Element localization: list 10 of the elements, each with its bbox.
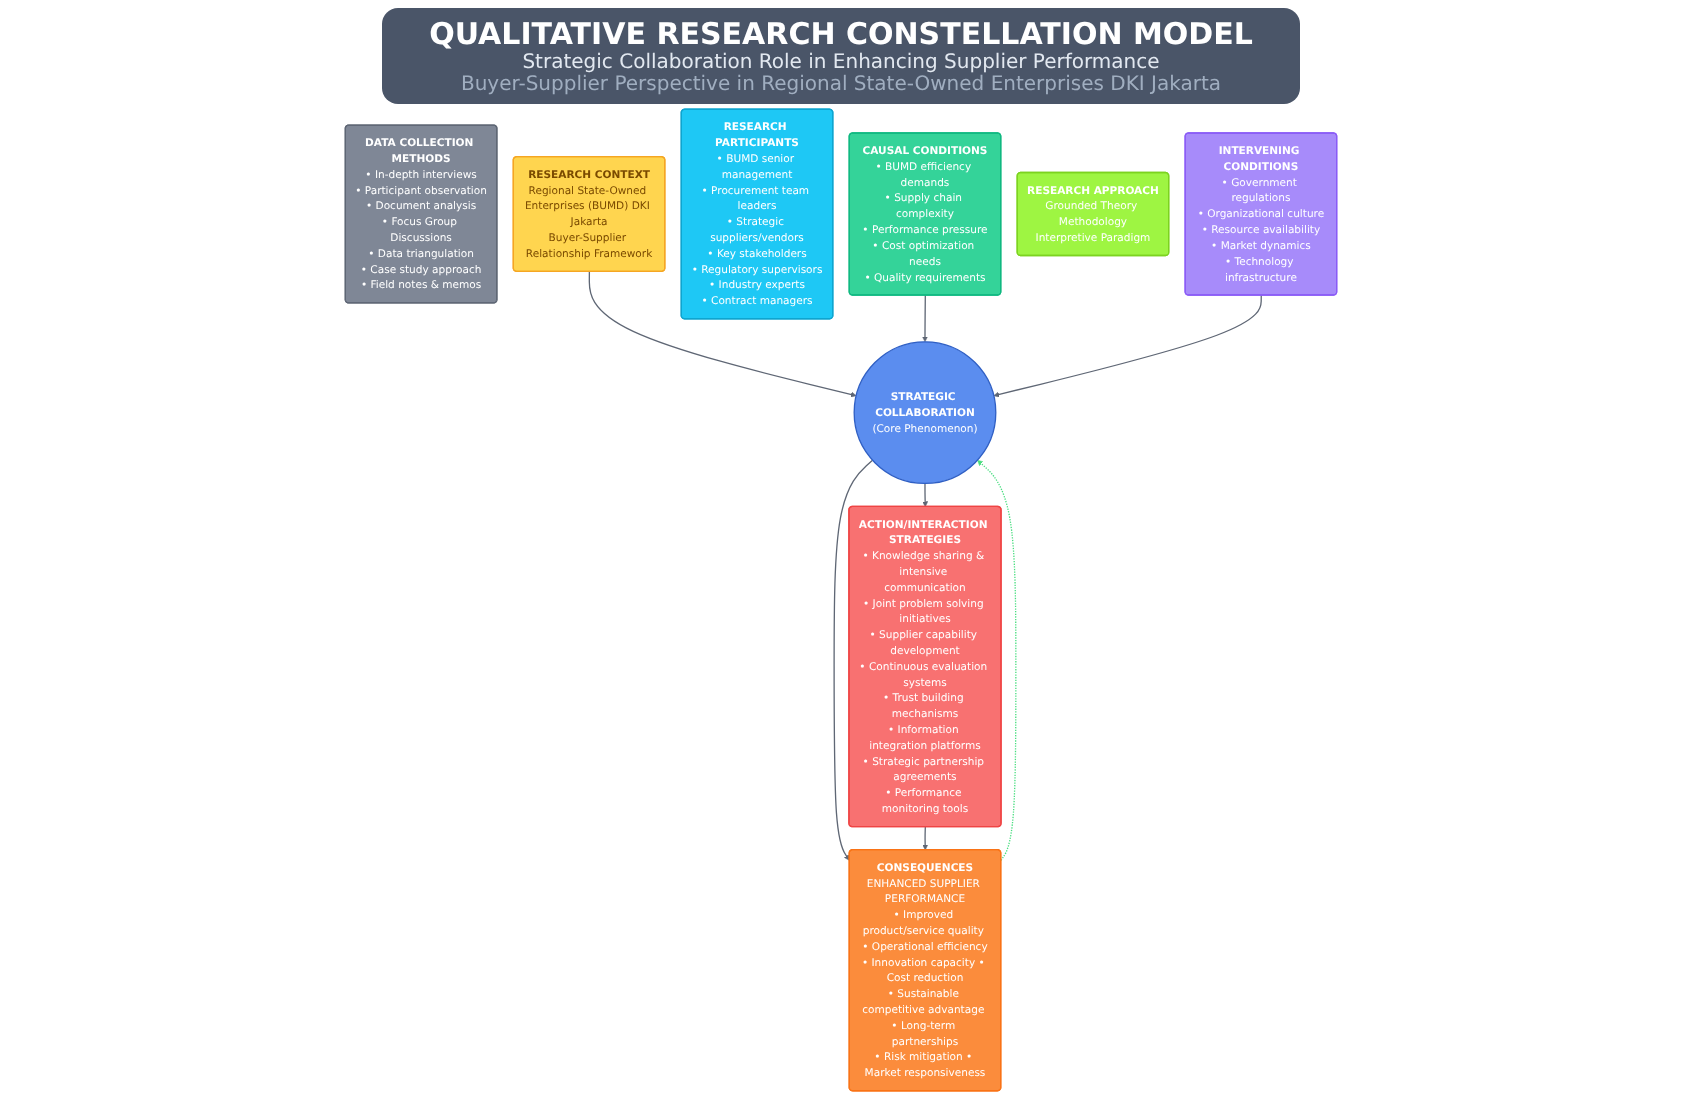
arrow <box>993 294 1262 398</box>
arrow <box>977 459 1017 862</box>
arrow <box>833 459 874 861</box>
subtitle: Strategic Collaboration Role in Enhancing Supplier Performance <box>522 52 1160 74</box>
arrow <box>922 294 928 343</box>
arrow <box>922 482 929 508</box>
arrow <box>588 270 857 398</box>
arrow <box>922 826 929 851</box>
title: QUALITATIVE RESEARCH CONSTELLATION MODEL <box>429 16 1253 52</box>
subtitle: Buyer-Supplier Perspective in Regional State-Owned Enterprises DKI Jakarta <box>458 74 1224 96</box>
